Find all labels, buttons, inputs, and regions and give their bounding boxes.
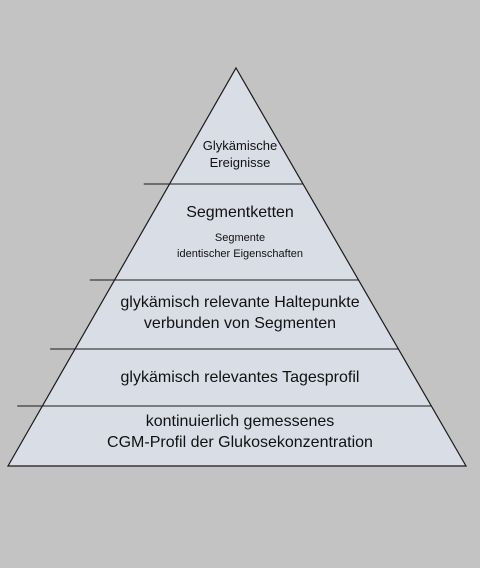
level-5-text: kontinuierlich gemessenes CGM-Profil der… <box>0 412 480 454</box>
level-2-subtext: Segmente identischer Eigenschaften <box>0 231 480 263</box>
level-1-text: Glykämische Ereignisse <box>0 138 480 172</box>
level-2-sub-line-1: Segmente <box>214 232 266 244</box>
level-2-title: Segmentketten <box>186 204 294 221</box>
level-3-text: glykämisch relevante Haltepunkte verbund… <box>0 293 480 335</box>
level-1-line-2: Ereignisse <box>209 154 271 170</box>
level-5-line-2: CGM-Profil der Glukosekonzentration <box>107 433 373 451</box>
pyramid-triangle <box>6 66 468 467</box>
level-5-line-1: kontinuierlich gemessenes <box>145 413 335 430</box>
level-3-line-2: verbunden von Segmenten <box>143 314 337 332</box>
level-3-line-1: glykämisch relevante Haltepunkte <box>120 294 360 311</box>
level-2-sub-line-2: identischer Eigenschaften <box>177 247 303 260</box>
level-4-line-1: glykämisch relevantes Tagesprofil <box>120 369 360 386</box>
level-1-line-1: Glykämische <box>202 138 278 153</box>
level-4-text: glykämisch relevantes Tagesprofil <box>0 368 480 389</box>
